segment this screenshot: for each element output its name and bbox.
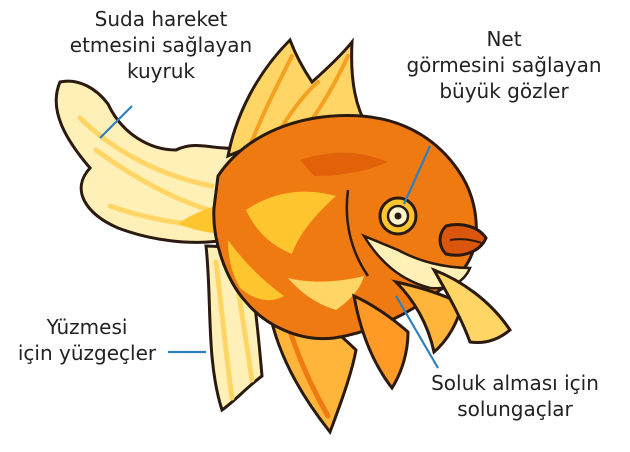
tail-label-line-1: Suda hareket — [36, 6, 286, 32]
eyes-label: Net görmesini sağlayan büyük gözler — [394, 26, 614, 104]
eyes-label-line-3: büyük gözler — [394, 78, 614, 104]
tail-label: Suda hareket etmesini sağlayan kuyruk — [36, 6, 286, 84]
eyes-label-line-1: Net — [394, 26, 614, 52]
fish-eye — [380, 198, 416, 234]
eyes-label-line-2: görmesini sağlayan — [394, 52, 614, 78]
fins-label: Yüzmesi için yüzgeçler — [2, 314, 172, 366]
tail-label-line-3: kuyruk — [36, 58, 286, 84]
gills-label: Soluk alması için solungaçlar — [410, 370, 620, 422]
tail-label-line-2: etmesini sağlayan — [36, 32, 286, 58]
fins-label-line-2: için yüzgeçler — [2, 340, 172, 366]
gills-label-line-2: solungaçlar — [410, 396, 620, 422]
gills-label-line-1: Soluk alması için — [410, 370, 620, 396]
fins-label-line-1: Yüzmesi — [2, 314, 172, 340]
fish-mouth — [440, 225, 486, 256]
